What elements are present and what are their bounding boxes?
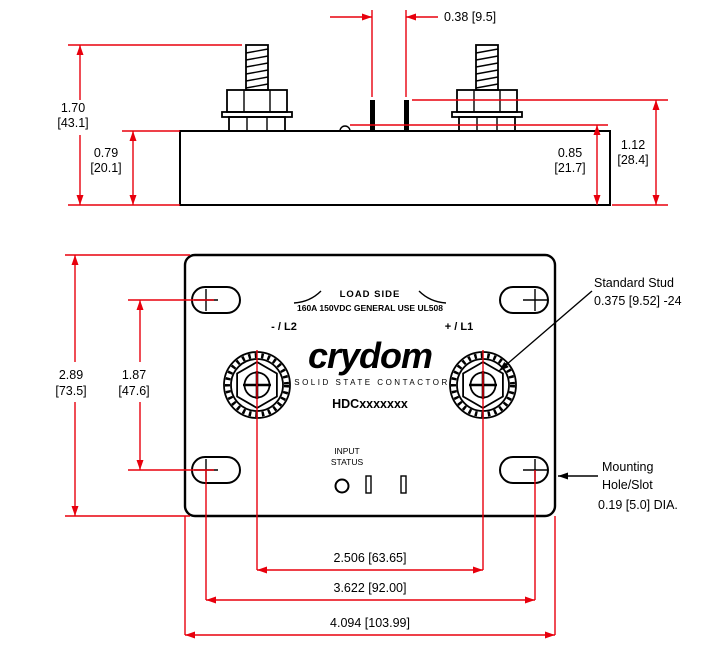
dim-pin-height: 1.12 [28.4] — [412, 99, 668, 206]
slot-shape — [499, 286, 549, 314]
callout-mounting-hole: Mounting Hole/Slot 0.19 [5.0] DIA. — [558, 460, 678, 512]
dim-body-height: 0.79 [20.1] — [90, 130, 180, 205]
mounting-label-line2: Hole/Slot — [602, 478, 653, 492]
dim-overall-width: 4.094 [103.99] — [184, 516, 556, 639]
mounting-hole-dia: 0.19 [5.0] DIA. — [598, 498, 678, 512]
rating-label: 160A 150VDC GENERAL USE UL508 — [297, 303, 443, 313]
right-nut-facets — [473, 90, 501, 112]
input-terminal-right — [400, 475, 407, 494]
load-side-label: LOAD SIDE — [340, 289, 401, 300]
dim-body-height-mm: [20.1] — [90, 161, 121, 175]
dim-ledge-height-mm: [21.7] — [554, 161, 585, 175]
dim-overall-height-in: 1.70 — [61, 101, 85, 115]
left-thread-hatching — [245, 48, 269, 89]
right-thread-hatching — [475, 48, 499, 89]
led-bump — [339, 125, 351, 132]
dim-top-height-in: 2.89 — [59, 368, 83, 382]
mounting-slot-top-right — [499, 286, 549, 314]
top-body-outline — [183, 253, 557, 518]
right-hex-nut — [456, 89, 518, 113]
dim-pin-height-mm: [28.4] — [617, 153, 648, 167]
dim-overall-width-text: 4.094 [103.99] — [330, 616, 410, 630]
dim-overall-height-mm: [43.1] — [57, 116, 88, 130]
terminal-positive-label: + / L1 — [445, 321, 473, 333]
dim-terminal-spacing: 2.506 [63.65] — [256, 350, 484, 574]
load-side-flourish-right — [418, 290, 447, 304]
dim-slot-vertical-mm: [47.6] — [118, 384, 149, 398]
mounting-label-line1: Mounting — [602, 460, 653, 474]
dim-slot-vertical-in: 1.87 — [122, 368, 146, 382]
top-view: LOAD SIDE 160A 150VDC GENERAL USE UL508 … — [183, 253, 557, 518]
leader-line — [498, 290, 593, 372]
dim-slot-horizontal-spacing: 3.622 [92.00] — [205, 470, 536, 604]
dim-top-height-mm: [73.5] — [55, 384, 86, 398]
side-view — [179, 44, 611, 206]
right-base-nut — [458, 116, 516, 132]
dim-pin-spacing-text: 0.38 [9.5] — [444, 10, 496, 24]
dim-pin-spacing: 0.38 [9.5] — [330, 10, 496, 97]
left-stud — [221, 44, 293, 132]
input-label: INPUT — [334, 446, 360, 456]
slot-crosshair — [523, 289, 547, 311]
dim-slot-horizontal-text: 3.622 [92.00] — [334, 581, 407, 595]
status-label: STATUS — [331, 457, 364, 467]
dim-slot-vertical-spacing: 1.87 [47.6] — [118, 299, 214, 471]
dim-top-body-height: 2.89 [73.5] — [55, 254, 190, 517]
left-nut-facets — [243, 90, 271, 112]
right-base-facets — [476, 117, 498, 131]
mounting-slot-bottom-right — [499, 456, 549, 484]
input-pin-right — [404, 100, 409, 131]
dim-ledge-height: 0.85 [21.7] — [350, 124, 608, 205]
dim-ledge-height-in: 0.85 — [558, 146, 582, 160]
brand-logo: crydom — [308, 335, 432, 376]
slot-shape — [499, 456, 549, 484]
left-hex-nut — [226, 89, 288, 113]
brand-tagline: SOLID STATE CONTACTOR — [294, 378, 449, 387]
standard-stud-size: 0.375 [9.52] -24 — [594, 294, 682, 308]
terminal-negative-label: - / L2 — [271, 321, 297, 333]
side-body-outline — [179, 130, 611, 206]
input-terminal-left — [365, 475, 372, 494]
load-side-flourish-left — [293, 290, 322, 304]
left-base-facets — [246, 117, 268, 131]
dim-terminal-spacing-text: 2.506 [63.65] — [334, 551, 407, 565]
dim-overall-height: 1.70 [43.1] — [57, 44, 242, 206]
left-base-nut — [228, 116, 286, 132]
status-led — [334, 478, 350, 494]
right-stud — [451, 44, 523, 132]
dim-pin-height-in: 1.12 — [621, 138, 645, 152]
model-number: HDCxxxxxxx — [332, 397, 408, 411]
input-pin-left — [370, 100, 375, 131]
standard-stud-label: Standard Stud — [594, 276, 674, 290]
callout-standard-stud: Standard Stud 0.375 [9.52] -24 — [498, 276, 682, 372]
dim-body-height-in: 0.79 — [94, 146, 118, 160]
